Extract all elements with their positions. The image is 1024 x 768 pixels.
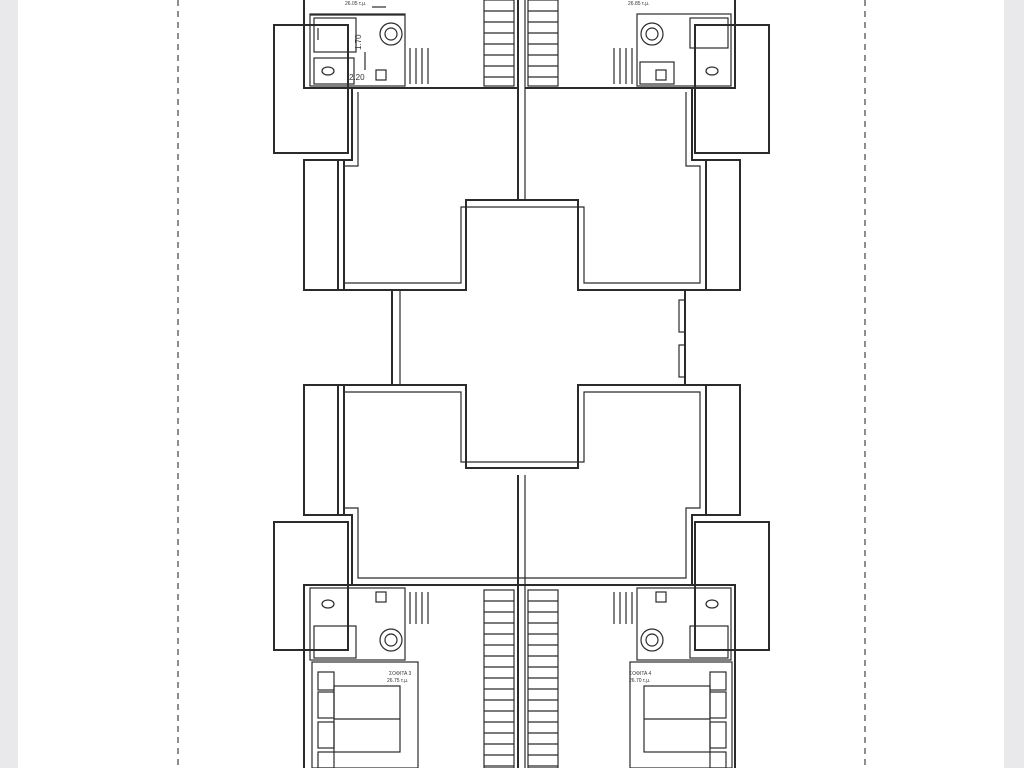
shower-top-left: [313, 17, 357, 53]
inner-walls-top: [343, 92, 701, 284]
bathroom-bottom-right: [636, 587, 732, 661]
pillow-right-2: [709, 721, 727, 749]
toilet-top-left: [321, 66, 335, 76]
stair-bottom-left: [483, 589, 515, 768]
pillow-left-1: [317, 691, 335, 719]
toilet-bottom-right: [705, 599, 719, 609]
room-area-top-left: 26.05 τ.μ.: [345, 1, 367, 7]
sink-bottom-right: [640, 628, 664, 652]
shower-bottom-left: [313, 625, 357, 659]
middle-connector: [391, 290, 686, 385]
drain-bottom-right: [655, 591, 667, 603]
outer-walls-top: [337, 88, 707, 291]
nightstand-right-1: [709, 671, 727, 691]
left-margin: [0, 0, 18, 768]
terrace-bottom-left: [303, 384, 345, 516]
bathroom-top-left: [309, 13, 406, 87]
bathroom-bottom-left: [309, 587, 406, 661]
wall-bottom-left: [303, 584, 518, 768]
drain-top-left: [375, 69, 387, 81]
sink-top-left: [379, 22, 403, 46]
drawing-sheet: [18, 0, 1004, 768]
shower-bottom-right: [689, 625, 729, 659]
balcony-top-right: [694, 24, 770, 154]
stair-top-left: [483, 0, 515, 87]
toilet-top-right: [705, 66, 719, 76]
right-margin: [1004, 0, 1024, 768]
dimension-label-2: 2.20: [349, 73, 365, 82]
drain-bottom-left: [375, 591, 387, 603]
stair-top-right: [527, 0, 559, 87]
inner-walls-bottom: [343, 391, 701, 579]
sink-bowl-top-left: [384, 27, 398, 41]
outer-walls-bottom: [337, 384, 707, 586]
bottom-building: ΣΟΦΙΤΑ 3 26.75 τ.μ. ΣΟΦΙΤΑ 4 26.70 τ.μ.: [273, 384, 770, 768]
sink-bowl-bottom-left: [384, 633, 398, 647]
room-name-bottom-right: ΣΟΦΙΤΑ 4: [629, 671, 651, 677]
shower-top-right: [689, 17, 729, 49]
wall-top-left: [303, 0, 518, 89]
wc-area-top-left: [313, 57, 355, 85]
nightstand-right-2: [709, 751, 727, 768]
wc-area-top-right: [639, 61, 675, 85]
toilet-bottom-left: [321, 599, 335, 609]
drain-top-right: [655, 69, 667, 81]
balcony-top-left: [273, 24, 349, 154]
top-building: 1.70 2.20 26.05 τ.μ. 26.85 τ.μ.: [273, 0, 770, 291]
bathroom-top-right: [636, 13, 732, 87]
sink-bowl-bottom-right: [645, 633, 659, 647]
wall-bottom-right: [525, 584, 736, 768]
pillow-left-2: [317, 721, 335, 749]
stair-bottom-right: [527, 589, 559, 768]
window-right-1: [678, 299, 686, 333]
wall-top-right: [525, 0, 736, 89]
room-name-bottom-left: ΣΟΦΙΤΑ 3: [389, 671, 411, 677]
terrace-bottom-right: [705, 384, 741, 516]
room-area-bottom-left: 26.75 τ.μ.: [387, 678, 409, 684]
nightstand-left-1: [317, 671, 335, 691]
room-area-bottom-right: 26.70 τ.μ.: [629, 678, 651, 684]
sink-bottom-left: [379, 628, 403, 652]
sink-bowl-top-right: [645, 27, 659, 41]
window-right-2: [678, 344, 686, 378]
nightstand-left-2: [317, 751, 335, 768]
pillow-right-1: [709, 691, 727, 719]
sink-top-right: [640, 22, 664, 46]
bedroom-bottom-left: [311, 661, 419, 768]
bedroom-bottom-right: [629, 661, 733, 768]
room-area-top-right: 26.85 τ.μ.: [628, 1, 650, 7]
dimension-label-1: 1.70: [354, 34, 363, 50]
terrace-top-right: [705, 159, 741, 291]
